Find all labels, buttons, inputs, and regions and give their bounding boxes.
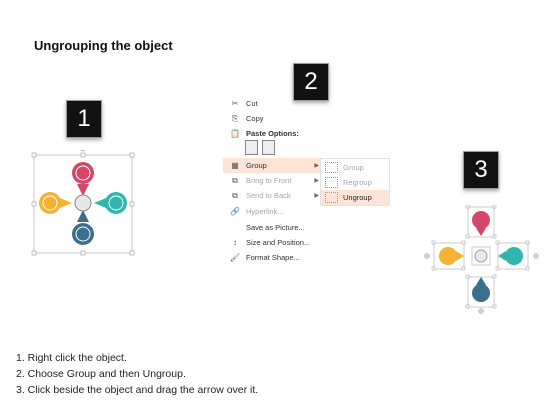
grouped-shape[interactable] <box>30 150 140 260</box>
group-icon: ▦ <box>231 161 239 170</box>
submenu-item-label: Ungroup <box>343 193 372 202</box>
submenu-item-ungroup[interactable]: Ungroup <box>321 190 389 205</box>
menu-item-send-to-back[interactable]: ⧉ Send to Back ▶ <box>223 188 323 203</box>
menu-item-label: Cut <box>246 99 258 108</box>
instruction-step-1: 1. Right click the object. <box>16 352 127 364</box>
menu-item-label: Format Shape... <box>246 253 300 262</box>
submenu-arrow-icon: ▶ <box>314 163 319 169</box>
send-back-icon: ⧉ <box>232 191 238 200</box>
format-shape-icon: 🖌 <box>229 253 241 262</box>
step-number-1: 1 <box>77 105 91 132</box>
submenu-arrow-icon: ▶ <box>314 178 319 184</box>
menu-item-label: Bring to Front <box>246 176 292 185</box>
instruction-step-3: 3. Click beside the object and drag the … <box>16 384 259 396</box>
step-badge-1: 1 <box>66 100 102 138</box>
step-number-2: 2 <box>304 68 318 95</box>
bring-front-icon: ⧉ <box>232 176 238 185</box>
paste-picture-icon[interactable] <box>262 140 275 155</box>
step-badge-3: 3 <box>463 151 499 189</box>
menu-item-group[interactable]: ▦ Group ▶ <box>223 158 323 173</box>
menu-item-hyperlink[interactable]: 🔗 Hyperlink... <box>223 204 323 219</box>
group-icon <box>325 162 338 173</box>
menu-item-paste-options: 📋 Paste Options: <box>223 126 323 141</box>
step-number-3: 3 <box>474 156 488 183</box>
menu-item-save-as-picture[interactable]: Save as Picture... <box>223 220 323 235</box>
paste-options <box>245 140 275 155</box>
slide-title: Ungrouping the object <box>34 38 173 53</box>
save-picture-icon <box>228 222 242 233</box>
ungrouped-shapes[interactable] <box>424 205 544 315</box>
scissors-icon: ✂ <box>231 99 239 108</box>
menu-item-size-and-position[interactable]: ↕ Size and Position... <box>223 235 323 250</box>
submenu-item-regroup[interactable]: Regroup <box>321 175 389 190</box>
paste-icon: 📋 <box>230 129 240 138</box>
menu-item-format-shape[interactable]: 🖌 Format Shape... <box>223 250 323 265</box>
hyperlink-icon: 🔗 <box>230 207 240 216</box>
regroup-icon <box>325 177 338 188</box>
instructions-list: 1. Right click the object. 2. Choose Gro… <box>16 350 258 398</box>
menu-item-label: Size and Position... <box>246 238 311 247</box>
menu-item-bring-to-front[interactable]: ⧉ Bring to Front ▶ <box>223 173 323 188</box>
copy-icon: ⎘ <box>231 114 239 123</box>
instruction-step-2: 2. Choose Group and then Ungroup. <box>16 368 186 380</box>
menu-item-label: Hyperlink... <box>246 207 284 216</box>
paste-keep-format-icon[interactable] <box>245 140 258 155</box>
menu-item-label: Copy <box>246 114 264 123</box>
submenu-arrow-icon: ▶ <box>314 193 319 199</box>
menu-item-label: Send to Back <box>246 191 291 200</box>
menu-item-cut[interactable]: ✂ Cut <box>223 96 323 111</box>
menu-item-label: Group <box>246 161 267 170</box>
menu-item-copy[interactable]: ⎘ Copy <box>223 111 323 126</box>
ungroup-icon <box>325 192 338 203</box>
context-menu: ✂ Cut ⎘ Copy 📋 Paste Options: ▦ Group ▶ ⧉ Bring to… <box>223 96 323 262</box>
menu-item-label: Save as Picture... <box>246 223 305 232</box>
submenu-item-label: Group <box>343 163 364 172</box>
menu-item-label: Paste Options: <box>246 129 299 138</box>
step-badge-2: 2 <box>293 63 329 101</box>
size-position-icon: ↕ <box>233 238 237 247</box>
submenu-item-group[interactable]: Group <box>321 160 389 175</box>
submenu-item-label: Regroup <box>343 178 372 187</box>
